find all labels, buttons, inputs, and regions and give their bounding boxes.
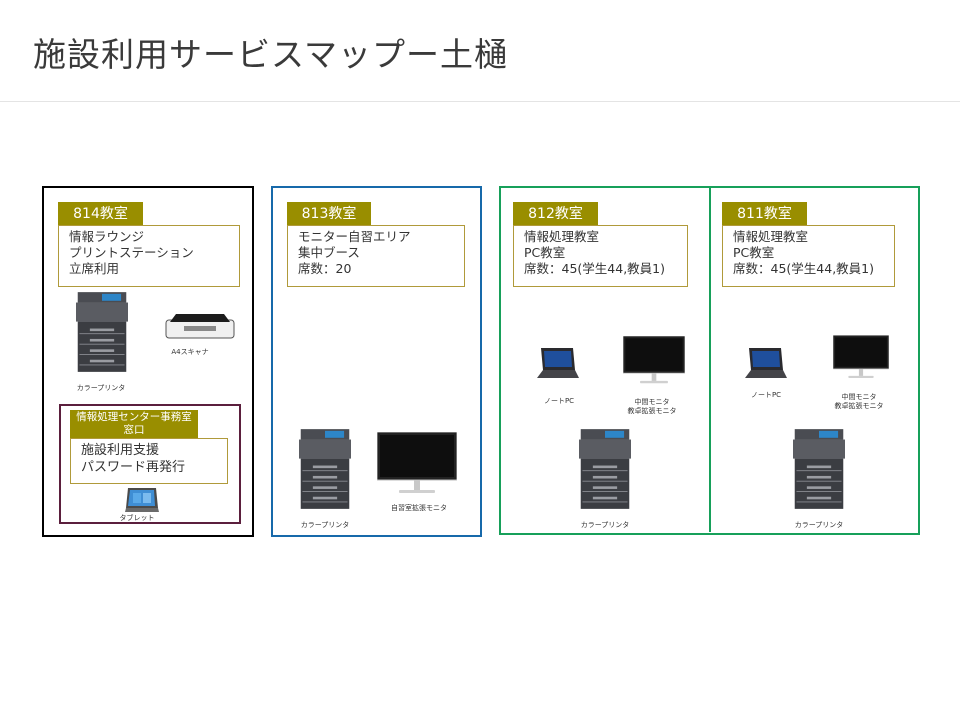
room-812-line-2: PC教室 [524, 245, 566, 260]
monitor-caption: 自習室拡張モニタ [391, 504, 447, 512]
service-desk-tag-line-1: 情報処理センター事務室 [76, 411, 192, 423]
laptop-icon [537, 348, 579, 378]
room-813-line-3: 席数：20 [298, 261, 352, 276]
room-812-line-1: 情報処理教室 [524, 229, 600, 244]
room-813-line-2: 集中ブース [298, 245, 360, 260]
room-811-line-3: 席数：45(学生44,教員1) [733, 261, 874, 276]
monitor-icon [623, 336, 685, 384]
laptop-caption: ノートPC [750, 391, 782, 399]
scanner-icon [165, 314, 235, 339]
service-desk-tag: 情報処理センター事務室 窓口 [70, 410, 198, 438]
room-814-tag: 814教室 [58, 202, 143, 226]
printer-caption: カラープリンタ [76, 384, 126, 392]
room-813-panel: 813教室 モニター自習エリア 集中ブース 席数：20 カラープリンタ 自習室拡… [271, 186, 482, 537]
room-811-line-1: 情報処理教室 [733, 229, 809, 244]
monitor-icon [833, 334, 889, 379]
scanner-caption: A4スキャナ [171, 348, 209, 356]
title-divider [0, 101, 960, 102]
printer-caption: カラープリンタ [580, 521, 630, 529]
laptop-icon [745, 348, 787, 378]
page-title: 施設利用サービスマップー土樋 [33, 35, 509, 74]
room-812-tag: 812教室 [513, 202, 598, 226]
monitor-icon [377, 432, 457, 494]
monitor-caption-line-1: 中間モニタ [634, 398, 670, 406]
tablet-icon [125, 488, 159, 512]
printer-icon [793, 428, 845, 510]
room-814-line-3: 立席利用 [69, 261, 120, 276]
service-desk-line-2: パスワード再発行 [81, 460, 186, 475]
room-814-line-2: プリントステーション [69, 245, 194, 260]
room-812-description: 情報処理教室 PC教室 席数：45(学生44,教員1) [513, 225, 688, 287]
room-814-panel: 814教室 情報ラウンジ プリントステーション 立席利用 カラープリンタ A4ス… [42, 186, 254, 537]
room-811-description: 情報処理教室 PC教室 席数：45(学生44,教員1) [722, 225, 895, 287]
room-813-description: モニター自習エリア 集中ブース 席数：20 [287, 225, 465, 287]
room-814-description: 情報ラウンジ プリントステーション 立席利用 [58, 225, 240, 287]
room-814-line-1: 情報ラウンジ [69, 229, 145, 244]
room-811-line-2: PC教室 [733, 245, 775, 260]
rooms-812-811-panel: 812教室 情報処理教室 PC教室 席数：45(学生44,教員1) ノートPC … [499, 186, 920, 535]
printer-caption: カラープリンタ [300, 521, 350, 529]
service-desk-description: 施設利用支援 パスワード再発行 [70, 438, 228, 484]
monitor-caption-line-1: 中間モニタ [841, 393, 877, 401]
printer-icon [579, 428, 631, 510]
printer-icon [299, 428, 351, 510]
tablet-caption: タブレット [119, 514, 155, 522]
room-813-line-1: モニター自習エリア [298, 229, 411, 244]
room-811-tag: 811教室 [722, 202, 807, 226]
service-desk-line-1: 施設利用支援 [81, 443, 160, 458]
printer-caption: カラープリンタ [794, 521, 844, 529]
service-desk-panel: 情報処理センター事務室 窓口 施設利用支援 パスワード再発行 タブレット [59, 404, 241, 524]
service-desk-tag-line-2: 窓口 [123, 424, 145, 436]
monitor-caption-line-2: 教卓拡張モニタ [834, 402, 884, 410]
room-812-line-3: 席数：45(学生44,教員1) [524, 261, 665, 276]
room-divider [709, 188, 711, 532]
room-813-tag: 813教室 [287, 202, 371, 226]
monitor-caption: 中間モニタ 教卓拡張モニタ [835, 393, 884, 411]
printer-icon [76, 292, 128, 372]
monitor-caption: 中間モニタ 教卓拡張モニタ [628, 398, 677, 416]
monitor-caption-line-2: 教卓拡張モニタ [627, 407, 677, 415]
laptop-caption: ノートPC [543, 397, 575, 405]
